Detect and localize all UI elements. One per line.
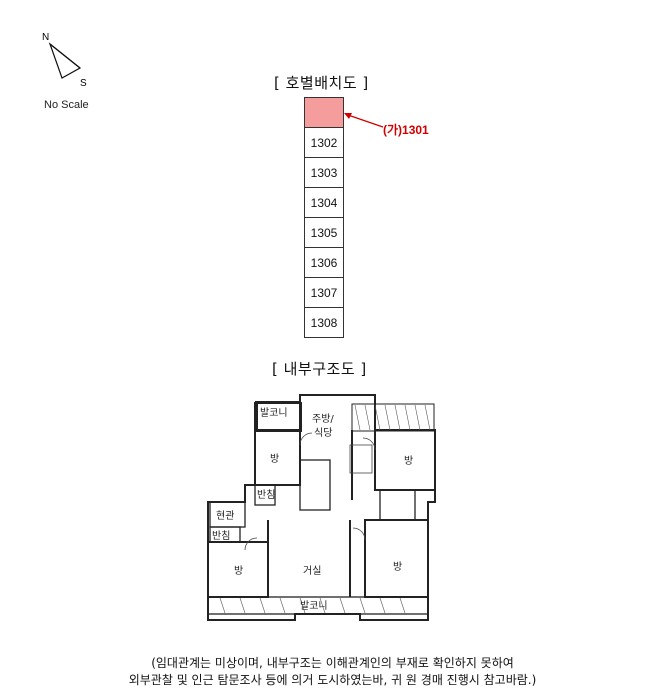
compass-icon: N S (42, 32, 87, 89)
room-label-room-right-bottom: 방 (393, 561, 402, 573)
callout-arrow-icon (344, 113, 384, 128)
unit-1304: 1304 (304, 187, 344, 218)
unit-stack: 1302 1303 1304 1305 1306 1307 1308 (304, 97, 344, 338)
room-label-room-left-top: 방 (270, 453, 279, 465)
footnote-line-1: (임대관계는 미상이며, 내부구조는 이해관계인의 부재로 확인하지 못하여 (151, 656, 514, 670)
room-label-balcony: 발코니 (260, 407, 288, 419)
room-label-room-right-top: 방 (404, 455, 413, 467)
room-label-utility-left: 반침 (257, 489, 275, 501)
room-label-utility-entrance: 반침 (212, 530, 230, 542)
unit-1306: 1306 (304, 247, 344, 278)
footnote-line-2: 외부관찰 및 인근 탐문조사 등에 의거 도시하였는바, 귀 원 경매 진행시 … (128, 673, 537, 687)
unit-1301-highlighted (304, 97, 344, 128)
scale-note: No Scale (44, 99, 89, 111)
compass-north-label: N (42, 32, 49, 43)
compass-south-label: S (80, 78, 87, 89)
compass-arrow (48, 42, 82, 79)
room-label-living: 거실 (303, 565, 321, 577)
unit-1303: 1303 (304, 157, 344, 188)
room-label-dining: 식당 (314, 427, 332, 439)
floor-plan-diagram: 발코니 주방/ 식당 방 방 반침 현관 반침 방 거실 방 발코니 (207, 394, 436, 621)
room-label-entrance: 현관 (216, 510, 234, 522)
footnote: (임대관계는 미상이며, 내부구조는 이해관계인의 부재로 확인하지 못하여 외… (0, 655, 665, 689)
room-label-balcony-bottom: 발코니 (300, 600, 328, 612)
unit-1305: 1305 (304, 217, 344, 248)
unit-callout-label: (가)1301 (383, 123, 429, 137)
plan-section-title: [ 내부구조도 ] (272, 360, 367, 378)
room-label-room-left-bottom: 방 (234, 565, 243, 577)
unit-1307: 1307 (304, 277, 344, 308)
unit-1308: 1308 (304, 307, 344, 338)
units-section-title: [ 호별배치도 ] (274, 74, 369, 92)
room-label-kitchen: 주방/ (312, 413, 334, 425)
unit-1302: 1302 (304, 127, 344, 158)
